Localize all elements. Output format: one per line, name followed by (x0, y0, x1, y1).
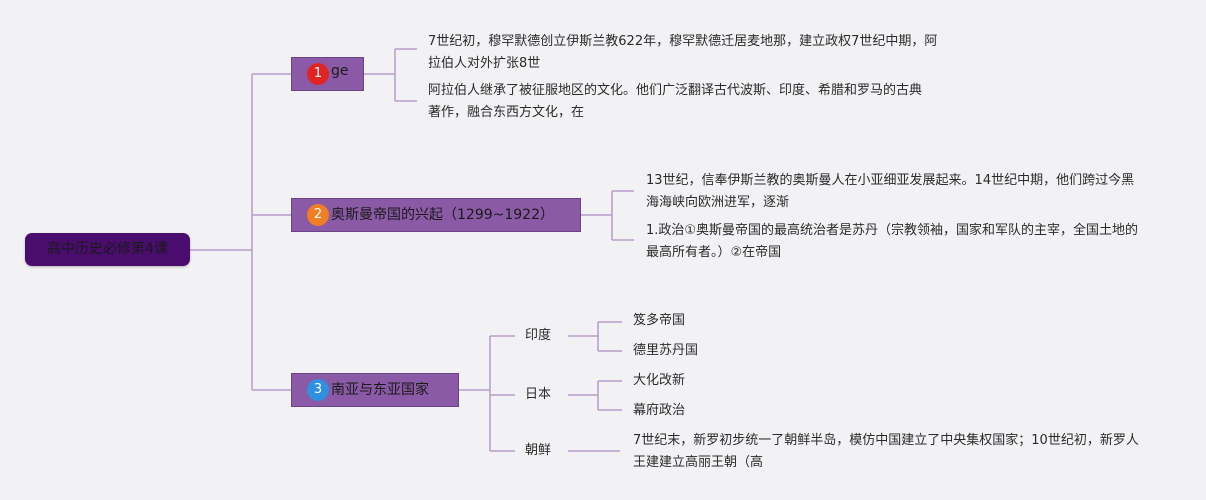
korea-item-1[interactable]: 7世纪末，新罗初步统一了朝鲜半岛，模仿中国建立了中央集权国家；10世纪初，新罗人… (633, 433, 1139, 470)
number-badge-1: 1 (307, 63, 329, 85)
branch-topic-2-label: 奥斯曼帝国的兴起（1299~1922） (331, 207, 554, 223)
branch-1-detail-2[interactable]: 阿拉伯人继承了被征服地区的文化。他们广泛翻译古代波斯、印度、希腊和罗马的古典著作… (428, 83, 923, 120)
india-connector (568, 321, 622, 352)
branch-topic-3-label: 南亚与东亚国家 (331, 382, 429, 398)
subtopic-india[interactable]: 印度 (525, 328, 552, 343)
branch-3-sub-connector (459, 335, 515, 452)
india-item-2[interactable]: 德里苏丹国 (633, 343, 699, 358)
branch-topic-2[interactable]: 2 奥斯曼帝国的兴起（1299~1922） (291, 198, 581, 232)
branch-1-detail-connector (364, 48, 417, 102)
japan-item-1[interactable]: 大化改新 (633, 373, 686, 388)
branch-2-detail-1[interactable]: 13世纪，信奉伊斯兰教的奥斯曼人在小亚细亚发展起来。14世纪中期，他们跨过今黑海… (646, 173, 1135, 210)
branch-2-detail-connector (581, 190, 634, 241)
number-badge-2: 2 (307, 204, 329, 226)
subtopic-korea[interactable]: 朝鲜 (525, 443, 552, 458)
root-topic[interactable]: 高中历史必修第4课 (25, 233, 190, 266)
root-topic-label: 高中历史必修第4课 (47, 241, 168, 257)
number-badge-3: 3 (307, 379, 329, 401)
japan-item-2[interactable]: 幕府政治 (633, 403, 686, 418)
japan-connector (568, 380, 622, 411)
branch-topic-1[interactable]: 1 ge (291, 57, 364, 91)
subtopic-japan[interactable]: 日本 (525, 387, 552, 402)
branch-topic-3[interactable]: 3 南亚与东亚国家 (291, 373, 459, 407)
branch-1-detail-1[interactable]: 7世纪初，穆罕默德创立伊斯兰教622年，穆罕默德迁居麦地那，建立政权7世纪中期，… (428, 34, 938, 71)
branch-topic-1-label: ge (331, 63, 349, 79)
india-item-1[interactable]: 笈多帝国 (633, 313, 686, 328)
branch-2-detail-2[interactable]: 1.政治①奥斯曼帝国的最高统治者是苏丹（宗教领袖，国家和军队的主宰，全国土地的最… (646, 223, 1139, 260)
